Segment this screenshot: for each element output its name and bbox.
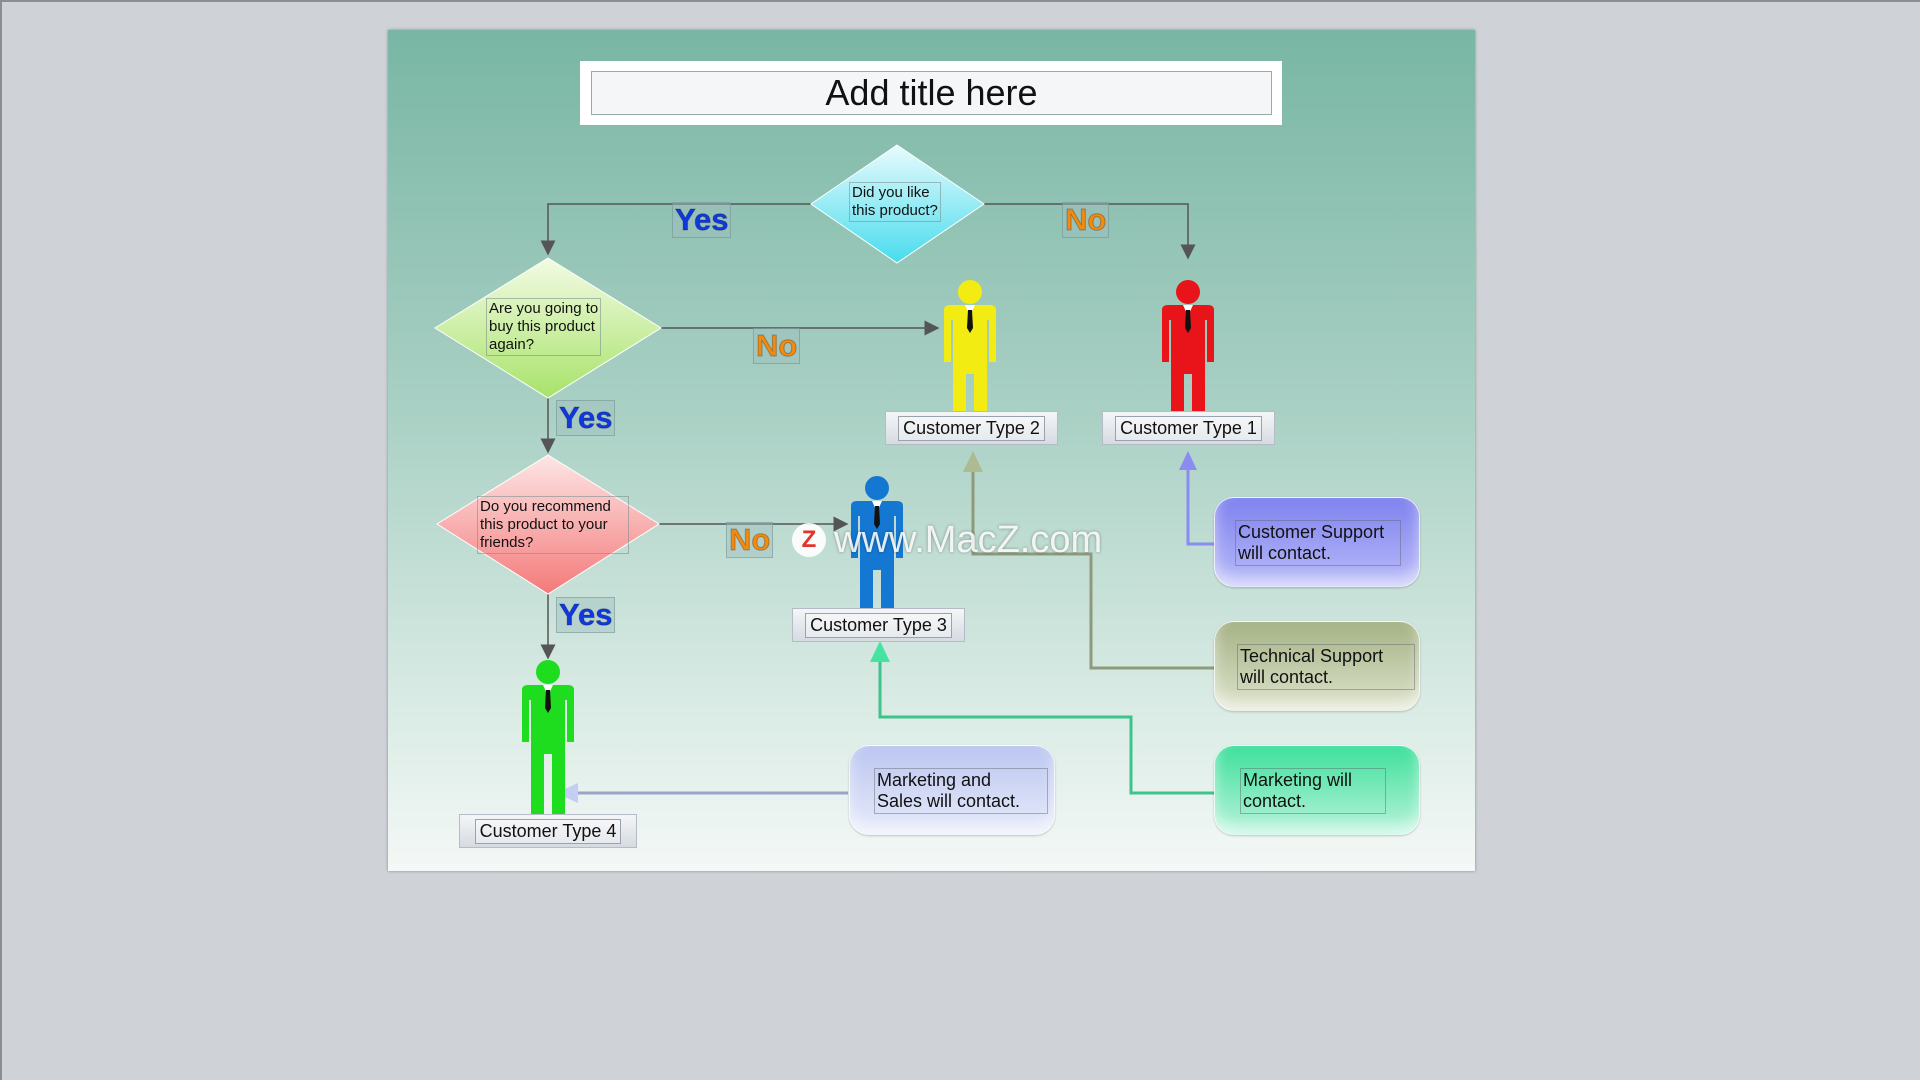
customer-type-4-label[interactable]: Customer Type 4 (459, 814, 637, 848)
connector-q1-yes (540, 203, 811, 256)
customer-support-line-1: Customer Support (1238, 522, 1385, 542)
technical-support-line-1: Technical Support (1240, 646, 1384, 666)
answer-no-2[interactable]: No (753, 328, 801, 364)
question-1-text[interactable]: Did you like this product? (849, 182, 941, 222)
person-type2-icon (944, 280, 996, 439)
technical-support-text: Technical Support will contact. (1237, 644, 1415, 690)
connector-marketing (870, 641, 1216, 795)
person-type1-icon (1162, 280, 1214, 439)
answer-no-1[interactable]: No (1062, 202, 1110, 238)
marketing-sales-text: Marketing and Sales will contact. (874, 768, 1048, 814)
marketing-line-2: contact. (1243, 791, 1307, 811)
person-type3-icon (851, 476, 903, 635)
person-type4-icon (522, 660, 574, 819)
title-placeholder[interactable]: Add title here (580, 61, 1282, 125)
customer-type-2-text: Customer Type 2 (898, 415, 1045, 441)
answer-yes-2[interactable]: Yes (556, 400, 616, 436)
question-2-line-2: buy this product (489, 318, 595, 335)
title-text[interactable]: Add title here (591, 71, 1272, 115)
answer-yes-3[interactable]: Yes (556, 597, 616, 633)
question-3-line-1: Do you recommend (480, 498, 611, 515)
decision-q3-diamond (436, 454, 660, 595)
customer-type-3-label[interactable]: Customer Type 3 (792, 608, 965, 642)
question-1-line-1: Did you like (852, 184, 930, 201)
slide-canvas[interactable]: Add title here Did you like this product… (388, 30, 1475, 871)
customer-support-box[interactable]: Customer Support will contact. (1214, 497, 1420, 587)
customer-type-4-text: Customer Type 4 (474, 818, 622, 844)
marketing-sales-box[interactable]: Marketing and Sales will contact. (849, 745, 1055, 835)
connector-marketing-sales (556, 783, 848, 803)
window-frame-top (0, 0, 1920, 2)
watermark-logo-icon: Z (792, 523, 826, 557)
watermark: Z www.MacZ.com (792, 518, 1102, 562)
question-3-text[interactable]: Do you recommend this product to your fr… (477, 496, 629, 554)
customer-support-line-2: will contact. (1238, 543, 1332, 563)
customer-type-3-text: Customer Type 3 (805, 612, 952, 638)
marketing-sales-line-1: Marketing and (877, 770, 992, 790)
decision-q2-diamond (434, 257, 662, 399)
watermark-text: www.MacZ.com (834, 518, 1103, 561)
decision-q1-diamond (810, 144, 985, 264)
technical-support-box[interactable]: Technical Support will contact. (1214, 621, 1420, 711)
customer-type-2-label[interactable]: Customer Type 2 (885, 411, 1058, 445)
answer-no-3[interactable]: No (726, 522, 774, 558)
answer-yes-1[interactable]: Yes (672, 202, 732, 238)
flowchart-graphics (434, 144, 1216, 819)
marketing-text: Marketing will contact. (1240, 768, 1386, 814)
connector-customer-support (1179, 451, 1216, 546)
marketing-sales-line-2: Sales will contact. (877, 791, 1021, 811)
question-2-line-1: Are you going to (489, 300, 599, 317)
question-3-line-2: this product to your (480, 516, 608, 533)
customer-type-1-text: Customer Type 1 (1115, 415, 1262, 441)
question-2-text[interactable]: Are you going to buy this product again? (486, 298, 602, 356)
question-1-line-2: this product? (852, 202, 938, 219)
connector-technical-support (963, 451, 1216, 670)
customer-type-1-label[interactable]: Customer Type 1 (1102, 411, 1275, 445)
technical-support-line-2: will contact. (1240, 667, 1334, 687)
customer-support-text: Customer Support will contact. (1235, 520, 1401, 566)
connector-q1-no (984, 203, 1196, 260)
marketing-line-1: Marketing will (1243, 770, 1353, 790)
question-2-line-3: again? (489, 336, 535, 353)
window-frame-left (0, 0, 2, 1080)
question-3-line-3: friends? (480, 534, 534, 551)
marketing-box[interactable]: Marketing will contact. (1214, 745, 1420, 835)
